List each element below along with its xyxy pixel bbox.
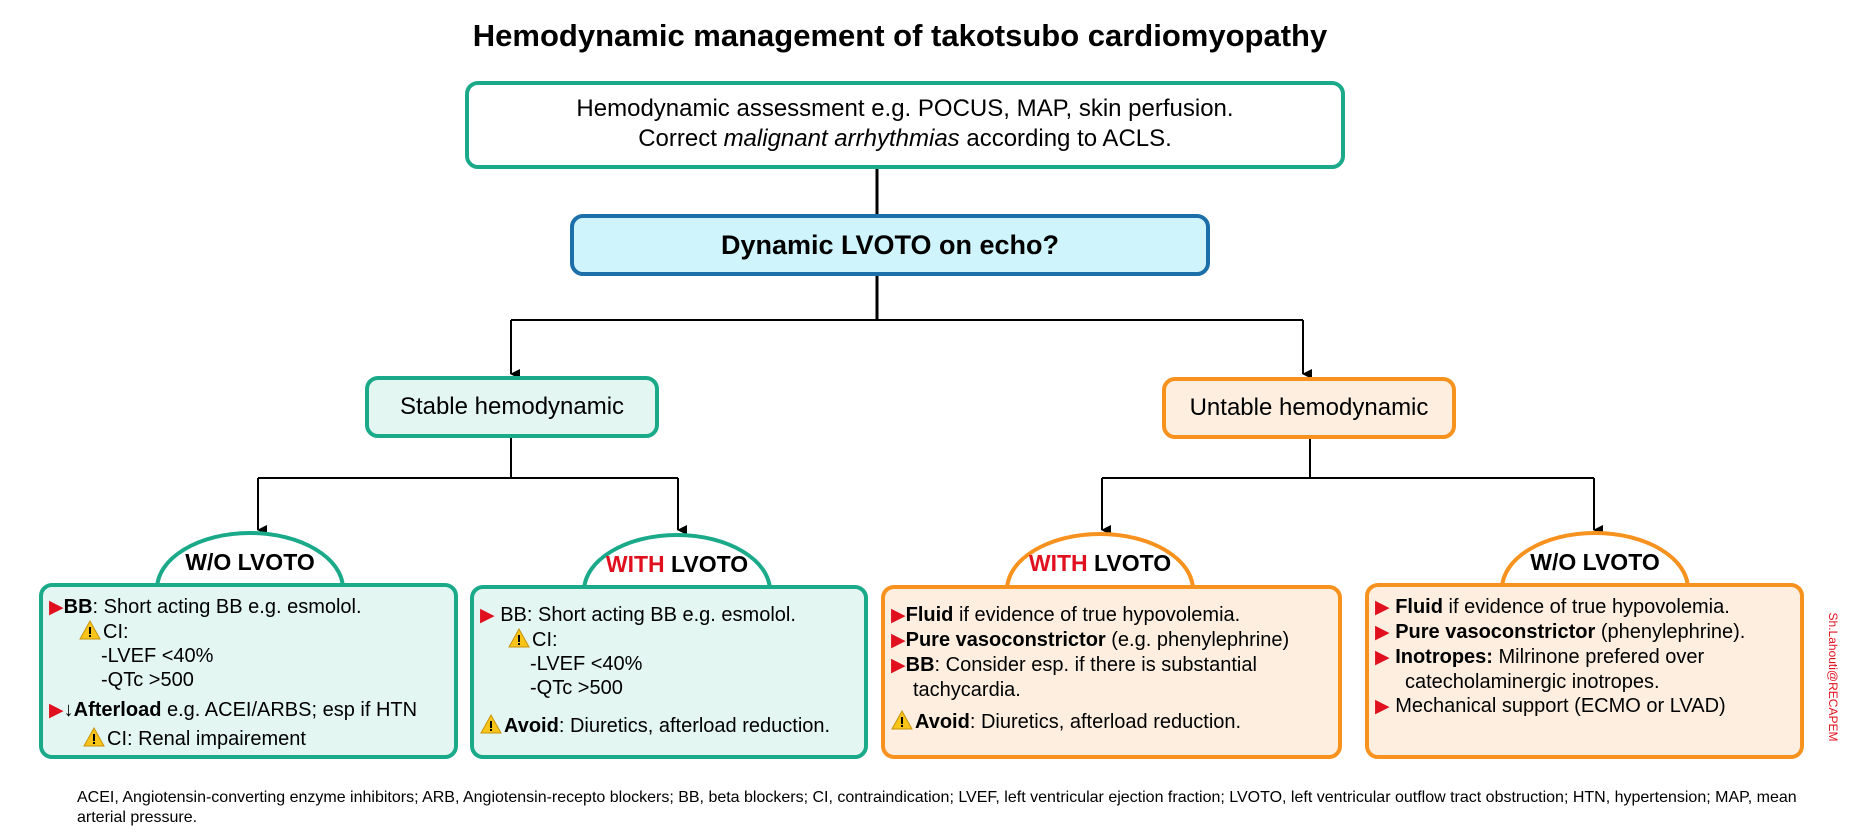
list-item: -LVEF <40% bbox=[101, 645, 214, 667]
stable-hemodynamic-box: Stable hemodynamic bbox=[365, 376, 659, 438]
warning-icon bbox=[891, 710, 913, 730]
unstable-hemodynamic-box: Untable hemodynamic bbox=[1162, 377, 1456, 439]
page-title: Hemodynamic management of takotsubo card… bbox=[472, 18, 1328, 53]
red-triangle-icon: ▶ bbox=[1375, 696, 1390, 717]
red-triangle-icon: ▶ bbox=[480, 605, 495, 626]
unstable-wo-lvoto-panel: ▶ Fluid if evidence of true hypovolemia.… bbox=[1365, 583, 1804, 759]
list-item: ▶ Fluid if evidence of true hypovolemia. bbox=[1375, 596, 1730, 618]
abbreviations-footnote: ACEI, Angiotensin-converting enzyme inhi… bbox=[77, 789, 1797, 826]
stable-with-lvoto-panel: ▶ BB: Short acting BB e.g. esmolol. CI: … bbox=[470, 585, 868, 759]
list-item: CI: Renal impairement bbox=[49, 727, 454, 751]
red-triangle-icon: ▶ bbox=[891, 655, 906, 676]
red-triangle-icon: ▶ bbox=[49, 700, 64, 721]
list-item: Avoid: Diuretics, afterload reduction. bbox=[480, 714, 864, 738]
list-item: ▶ Mechanical support (ECMO or LVAD) bbox=[1375, 695, 1726, 717]
list-item: CI: bbox=[480, 628, 864, 652]
list-item: ▶ Inotropes: Milrinone prefered over bbox=[1375, 646, 1705, 668]
red-triangle-icon: ▶ bbox=[1375, 622, 1390, 643]
list-item: -LVEF <40% bbox=[530, 653, 643, 675]
list-item: ▶BB: Short acting BB e.g. esmolol. bbox=[49, 596, 362, 618]
list-item: CI: bbox=[49, 620, 454, 644]
list-item: ▶ BB: Short acting BB e.g. esmolol. bbox=[480, 604, 796, 626]
list-item: -QTc >500 bbox=[530, 677, 623, 699]
list-item: -QTc >500 bbox=[101, 669, 194, 691]
list-item: ▶Fluid if evidence of true hypovolemia. bbox=[891, 604, 1241, 626]
list-item: ▶BB: Consider esp. if there is substanti… bbox=[891, 654, 1257, 676]
red-triangle-icon: ▶ bbox=[1375, 647, 1390, 668]
list-item: tachycardia. bbox=[913, 679, 1021, 701]
stable-wo-lvoto-panel: ▶BB: Short acting BB e.g. esmolol. CI: -… bbox=[39, 583, 458, 759]
red-triangle-icon: ▶ bbox=[1375, 597, 1390, 618]
list-item: ▶↓Afterload e.g. ACEI/ARBS; esp if HTN bbox=[49, 699, 418, 721]
assessment-line-1: Hemodynamic assessment e.g. POCUS, MAP, … bbox=[576, 95, 1234, 122]
lvoto-question-box: Dynamic LVOTO on echo? bbox=[570, 214, 1210, 276]
list-item: ▶Pure vasoconstrictor (e.g. phenylephrin… bbox=[891, 629, 1290, 651]
list-item: ▶ Pure vasoconstrictor (phenylephrine). bbox=[1375, 621, 1746, 643]
assessment-box: Hemodynamic assessment e.g. POCUS, MAP, … bbox=[465, 81, 1345, 169]
warning-icon bbox=[508, 628, 530, 648]
credit-watermark: Sh.Lahouti@RECAPEM bbox=[1826, 612, 1840, 742]
red-triangle-icon: ▶ bbox=[891, 630, 906, 651]
red-triangle-icon: ▶ bbox=[49, 597, 64, 618]
red-triangle-icon: ▶ bbox=[891, 605, 906, 626]
unstable-with-lvoto-panel: ▶Fluid if evidence of true hypovolemia. … bbox=[881, 585, 1342, 759]
assessment-line-2: Correct malignant arrhythmias according … bbox=[638, 125, 1172, 152]
warning-icon bbox=[480, 714, 502, 734]
warning-icon bbox=[79, 620, 101, 640]
list-item: catecholaminergic inotropes. bbox=[1405, 671, 1660, 693]
list-item: Avoid: Diuretics, afterload reduction. bbox=[891, 710, 1338, 734]
warning-icon bbox=[83, 727, 105, 747]
